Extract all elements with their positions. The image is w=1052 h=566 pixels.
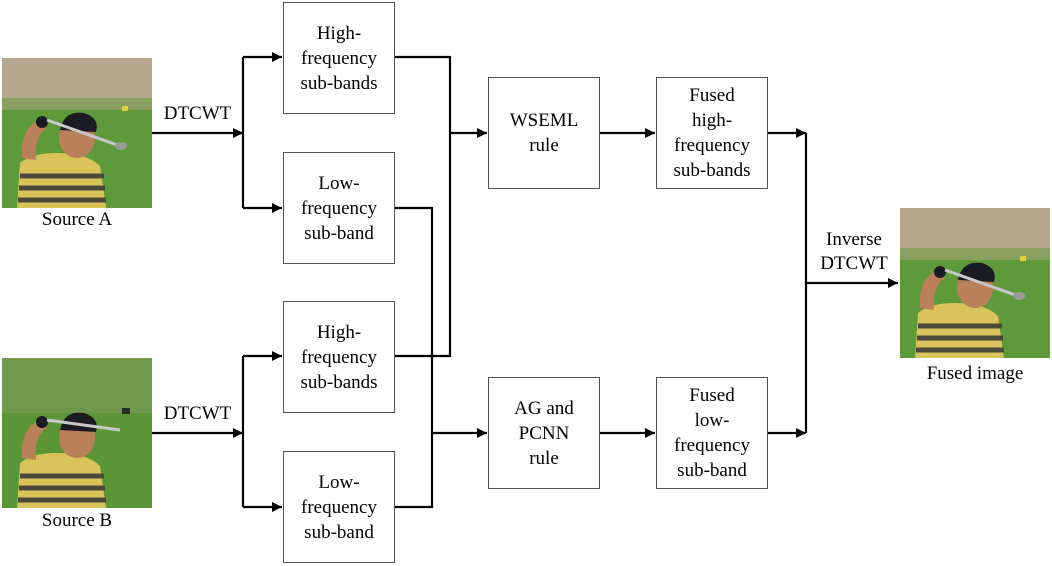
source-b-image	[2, 358, 152, 508]
ag-pcnn-rule-box: AG and PCNN rule	[488, 377, 600, 489]
dtcwt-a-label: DTCWT	[163, 103, 232, 124]
source-a-image	[2, 58, 152, 208]
source-b-label: Source B	[41, 510, 113, 531]
high-frequency-b-box: High- frequency sub-bands	[283, 301, 395, 413]
low-frequency-b-box: Low- frequency sub-band	[283, 451, 395, 563]
line-high-a-out	[395, 55, 452, 358]
line-low-a-out	[395, 206, 434, 509]
source-a-label: Source A	[41, 209, 113, 230]
high-frequency-a-box: High- frequency sub-bands	[283, 2, 395, 114]
fused-high-frequency-box: Fused high- frequency sub-bands	[656, 77, 768, 189]
fused-low-frequency-box: Fused low- frequency sub-band	[656, 377, 768, 489]
fused-image	[900, 208, 1050, 358]
dtcwt-b-label: DTCWT	[163, 403, 232, 424]
inverse-dtcwt-label: Inverse DTCWT	[820, 229, 888, 274]
fused-image-label: Fused image	[926, 363, 1024, 384]
wseml-rule-box: WSEML rule	[488, 77, 600, 189]
low-frequency-a-box: Low- frequency sub-band	[283, 152, 395, 264]
